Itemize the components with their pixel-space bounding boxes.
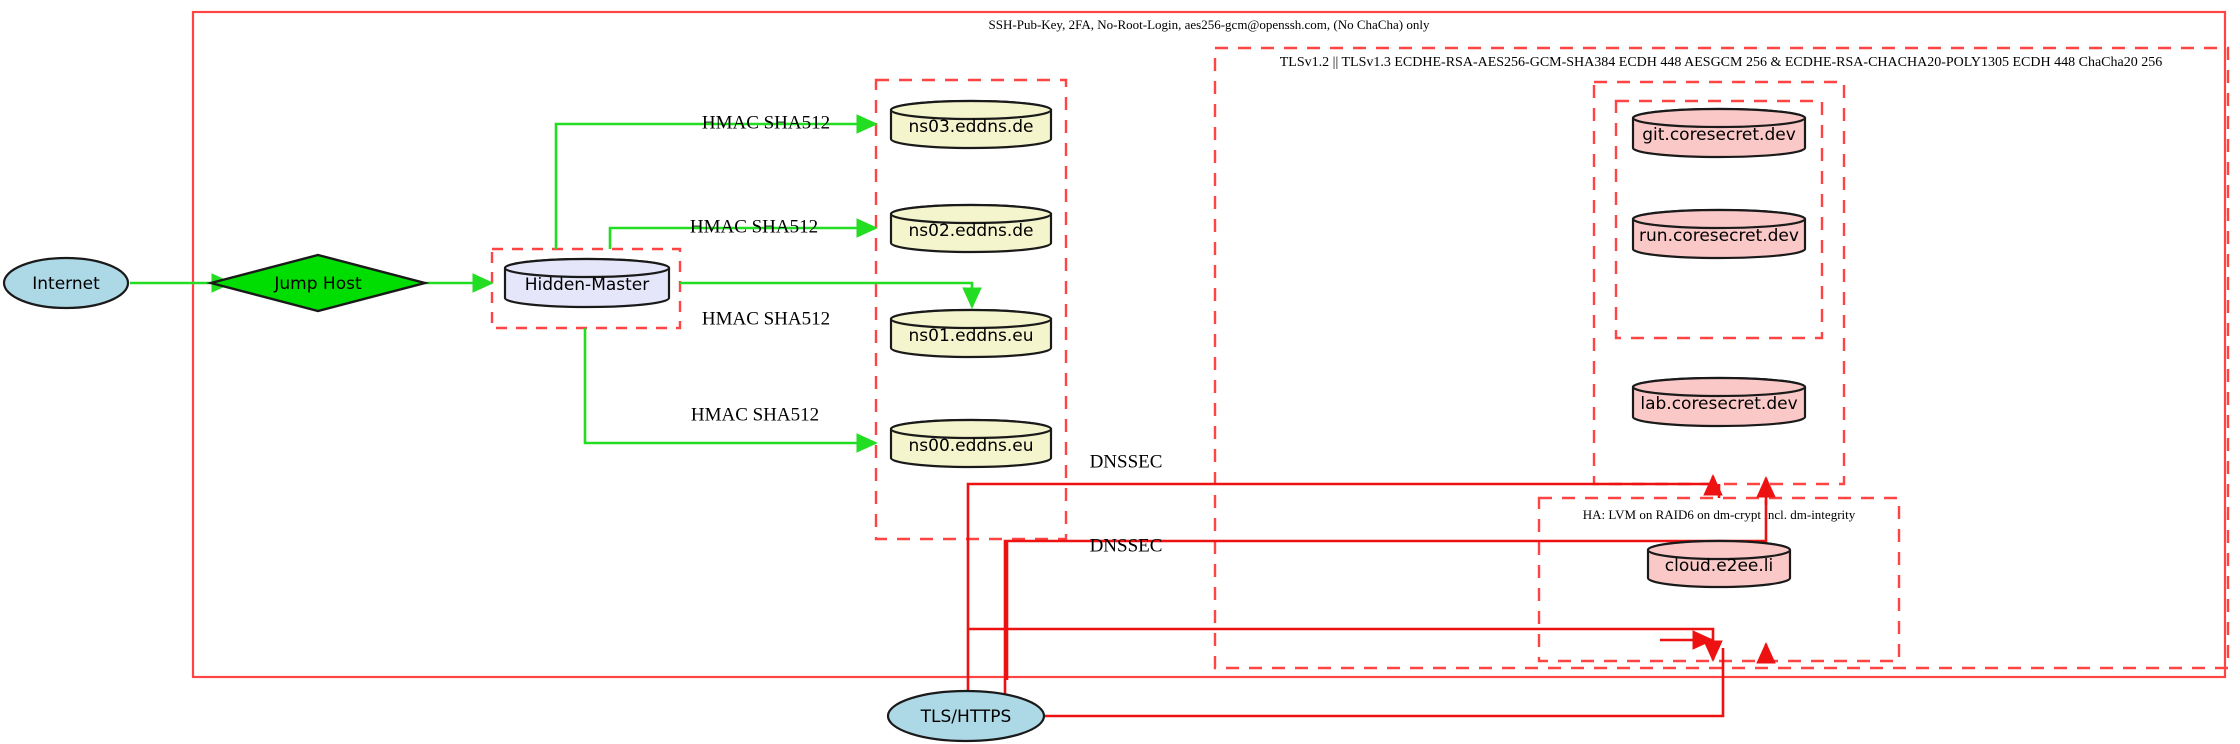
- node-run-coresecret[interactable]: run.coresecret.dev: [1631, 208, 1807, 260]
- node-run-coresecret-label: run.coresecret.dev: [1639, 226, 1799, 246]
- node-ns00-label: ns00.eddns.eu: [909, 436, 1034, 456]
- edge-label-hmac-ns02: HMAC SHA512: [690, 216, 818, 237]
- edge-bottom-rail-left: [968, 627, 1715, 641]
- edge-hiddenmaster-to-ns02: [608, 218, 878, 249]
- node-ns02-top: [889, 203, 1053, 225]
- node-ns03[interactable]: ns03.eddns.de: [889, 99, 1053, 150]
- cluster-tls-border: [1213, 46, 2230, 670]
- node-git-coresecret[interactable]: git.coresecret.dev: [1631, 107, 1807, 159]
- edge-label-hmac-ns00: HMAC SHA512: [691, 404, 819, 425]
- edge-hiddenmaster-to-ns00: [583, 328, 878, 453]
- cluster-coresecret-inner-border: [1614, 99, 1824, 340]
- cluster-ssh-border: [191, 10, 2227, 679]
- node-ns03-top: [889, 99, 1053, 121]
- node-lab-coresecret[interactable]: lab.coresecret.dev: [1631, 376, 1807, 428]
- node-cloud-e2ee-top: [1646, 539, 1792, 561]
- node-tls-https-shape: [886, 689, 1046, 743]
- node-git-coresecret-label: git.coresecret.dev: [1642, 125, 1796, 145]
- node-jump-host-label: Jump Host: [273, 274, 362, 294]
- edge-hiddenmaster-to-ns03: [554, 114, 878, 249]
- edge-label-hmac-ns01: HMAC SHA512: [702, 308, 830, 329]
- cluster-tls-label: TLSv1.2 || TLSv1.3 ECDHE-RSA-AES256-GCM-…: [1280, 55, 2162, 70]
- node-ns03-label: ns03.eddns.de: [909, 117, 1034, 137]
- node-internet-label: Internet: [32, 274, 100, 294]
- edge-label-dnssec-upper: DNSSEC: [1090, 451, 1163, 472]
- node-ns01-top: [889, 308, 1053, 330]
- node-jump-host[interactable]: Jump Host: [206, 253, 430, 313]
- edge-label-hmac-ns03: HMAC SHA512: [702, 112, 830, 133]
- node-internet-shape: [2, 256, 130, 310]
- node-ns00[interactable]: ns00.eddns.eu: [889, 418, 1053, 469]
- edge-dnssec-lower: [1003, 500, 1768, 700]
- node-tls-https-label: TLS/HTTPS: [920, 707, 1012, 727]
- node-ns01-label: ns01.eddns.eu: [909, 326, 1034, 346]
- node-hidden-master[interactable]: Hidden-Master: [503, 257, 671, 309]
- node-ns00-top: [889, 418, 1053, 440]
- node-cloud-e2ee[interactable]: cloud.e2ee.li: [1646, 539, 1792, 589]
- node-lab-coresecret-label: lab.coresecret.dev: [1640, 394, 1797, 414]
- node-run-coresecret-top: [1631, 208, 1807, 230]
- node-ns02-label: ns02.eddns.de: [909, 221, 1034, 241]
- node-ns01[interactable]: ns01.eddns.eu: [889, 308, 1053, 359]
- node-lab-coresecret-top: [1631, 376, 1807, 398]
- edge-hiddenmaster-to-ns01: [680, 281, 982, 309]
- edge-dnssec-upper: [966, 474, 1723, 716]
- edge-tlshttps-to-right: [1044, 648, 1725, 718]
- node-cloud-e2ee-label: cloud.e2ee.li: [1665, 556, 1773, 576]
- node-hidden-master-label: Hidden-Master: [525, 275, 650, 295]
- node-hidden-master-top: [503, 257, 671, 279]
- node-tls-https[interactable]: TLS/HTTPS: [886, 689, 1046, 743]
- node-git-coresecret-top: [1631, 107, 1807, 129]
- cluster-ha-label: HA: LVM on RAID6 on dm-crypt incl. dm-in…: [1583, 507, 1856, 522]
- cluster-dns-border: [874, 78, 1068, 541]
- cluster-ssh-label: SSH-Pub-Key, 2FA, No-Root-Login, aes256-…: [989, 17, 1430, 32]
- cluster-coresecret-outer-border: [1592, 80, 1846, 486]
- edge-label-dnssec-lower: DNSSEC: [1090, 535, 1163, 556]
- node-ns02[interactable]: ns02.eddns.de: [889, 203, 1053, 254]
- node-jump-host-shape: [206, 253, 430, 313]
- node-internet[interactable]: Internet: [2, 256, 130, 310]
